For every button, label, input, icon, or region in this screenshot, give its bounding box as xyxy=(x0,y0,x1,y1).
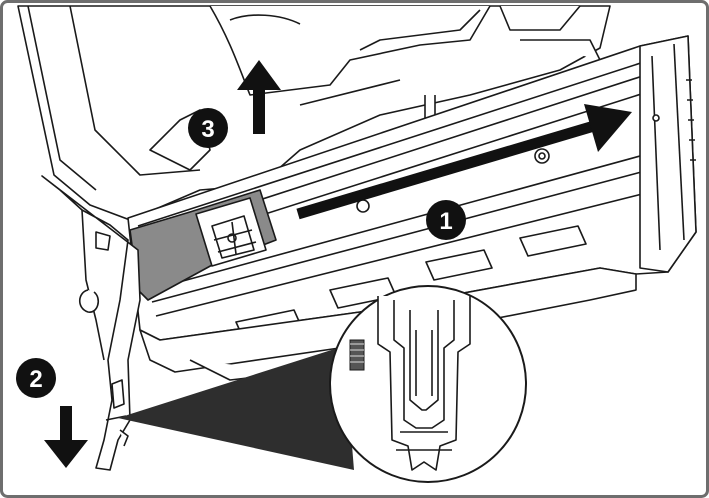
step-badge-2: 2 xyxy=(16,358,56,398)
spring-coil xyxy=(349,339,365,371)
magnified-detail xyxy=(329,285,527,483)
step-number-2: 2 xyxy=(29,366,42,393)
step-number-1: 1 xyxy=(439,208,452,235)
arrow-right-slide xyxy=(296,104,632,220)
magnifier-cone xyxy=(118,346,354,470)
step-badge-1: 1 xyxy=(426,200,466,240)
step-badge-3: 3 xyxy=(188,108,228,148)
arrow-up xyxy=(237,60,281,134)
nose-guide xyxy=(41,175,141,471)
arrow-down xyxy=(44,406,88,468)
magazine-latch xyxy=(129,189,277,301)
step-number-3: 3 xyxy=(201,116,214,143)
